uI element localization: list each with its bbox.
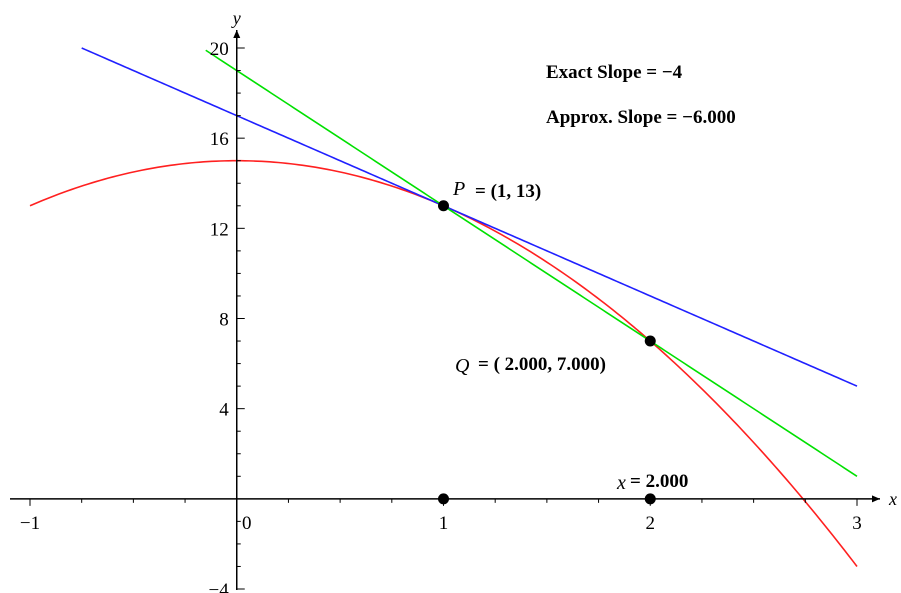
tick-marks — [29, 47, 858, 590]
x-value-label: = 2.000 — [630, 471, 688, 492]
y-tick-label: 20 — [210, 39, 229, 60]
y-tick-label: 12 — [210, 219, 229, 240]
x-axis-label: x — [888, 489, 897, 509]
x-value-name: x — [616, 472, 626, 494]
point-p — [438, 200, 449, 212]
y-tick-label: 16 — [210, 129, 229, 150]
point-x-axis-marker-1 — [438, 493, 449, 505]
y-tick-label: 8 — [219, 310, 229, 331]
y-axis-label: y — [231, 8, 241, 28]
y-tick-label: 4 — [219, 400, 229, 421]
x-tick-label: 0 — [242, 513, 252, 534]
points-layer — [438, 200, 656, 505]
approx-slope-label: Approx. Slope = −6.000 — [546, 107, 736, 128]
point-p-name: P — [452, 178, 465, 200]
point-q-name: Q — [455, 355, 470, 377]
secant-line — [205, 49, 858, 477]
y-tick-label: −4 — [209, 580, 230, 593]
point-p-label: = (1, 13) — [475, 181, 541, 202]
y-axis-arrow-icon — [233, 30, 241, 38]
x-tick-label: −1 — [20, 513, 40, 534]
x-tick-label: 1 — [439, 513, 449, 534]
x-axis-arrow-icon — [872, 495, 880, 503]
tangent-line — [81, 47, 858, 387]
point-q — [644, 335, 656, 347]
x-tick-label: 2 — [646, 513, 656, 534]
x-tick-label: 3 — [852, 513, 862, 534]
exact-slope-label: Exact Slope = −4 — [546, 62, 683, 83]
point-q-label: = ( 2.000, 7.000) — [478, 354, 606, 375]
point-x-axis-marker-2 — [644, 493, 656, 505]
axes-layer — [10, 30, 880, 590]
